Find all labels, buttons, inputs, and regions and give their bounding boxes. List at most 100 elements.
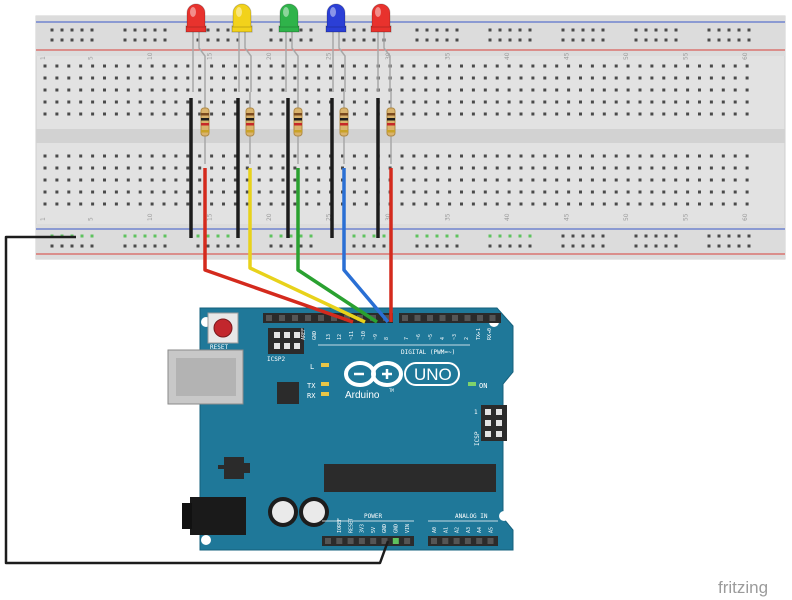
breadboard-hole bbox=[519, 88, 523, 92]
column-number: 55 bbox=[683, 52, 690, 60]
breadboard-hole bbox=[567, 202, 571, 206]
l-led-label: L bbox=[310, 363, 314, 371]
breadboard-hole bbox=[528, 244, 532, 248]
capacitor bbox=[268, 497, 298, 527]
column-number: 1 bbox=[40, 56, 47, 60]
breadboard-hole bbox=[400, 202, 404, 206]
breadboard-hole bbox=[126, 154, 130, 158]
breadboard-hole bbox=[388, 154, 392, 158]
breadboard-hole bbox=[269, 202, 273, 206]
breadboard-hole bbox=[555, 166, 559, 170]
breadboard-hole bbox=[745, 190, 749, 194]
column-number: 35 bbox=[445, 52, 452, 60]
breadboard-hole bbox=[90, 244, 94, 248]
breadboard-hole bbox=[342, 38, 346, 42]
breadboard-hole bbox=[626, 202, 630, 206]
breadboard-hole bbox=[709, 166, 713, 170]
breadboard-hole bbox=[114, 112, 118, 116]
breadboard-hole bbox=[67, 100, 71, 104]
breadboard-hole bbox=[507, 100, 511, 104]
breadboard-hole bbox=[91, 76, 95, 80]
breadboard-hole bbox=[67, 202, 71, 206]
breadboard-hole bbox=[737, 244, 741, 248]
breadboard-hole bbox=[519, 64, 523, 68]
breadboard-hole bbox=[309, 234, 313, 238]
breadboard-hole bbox=[126, 100, 130, 104]
breadboard-hole bbox=[602, 166, 606, 170]
breadboard-hole bbox=[498, 38, 502, 42]
breadboard-hole bbox=[745, 166, 749, 170]
led-yellow bbox=[231, 3, 253, 92]
breadboard-hole bbox=[590, 190, 594, 194]
breadboard-hole bbox=[483, 190, 487, 194]
breadboard-hole bbox=[279, 244, 283, 248]
breadboard-hole bbox=[531, 202, 535, 206]
breadboard-hole bbox=[70, 28, 74, 32]
breadboard-hole bbox=[664, 244, 668, 248]
resistors bbox=[200, 92, 396, 164]
breadboard-hole bbox=[309, 38, 313, 42]
breadboard-hole bbox=[114, 76, 118, 80]
breadboard-hole bbox=[448, 100, 452, 104]
digital-pin-label: ~3 bbox=[452, 334, 458, 340]
breadboard-hole bbox=[614, 178, 618, 182]
breadboard-hole bbox=[424, 112, 428, 116]
breadboard-hole bbox=[567, 166, 571, 170]
breadboard-hole bbox=[674, 244, 678, 248]
breadboard-hole bbox=[412, 202, 416, 206]
breadboard-hole bbox=[162, 190, 166, 194]
breadboard-hole bbox=[281, 202, 285, 206]
breadboard-hole bbox=[602, 202, 606, 206]
breadboard-hole bbox=[43, 178, 47, 182]
breadboard-hole bbox=[412, 76, 416, 80]
breadboard-hole bbox=[644, 28, 648, 32]
breadboard-hole bbox=[662, 202, 666, 206]
breadboard-hole bbox=[686, 112, 690, 116]
ground-return-wire bbox=[4, 235, 390, 565]
breadboard-hole bbox=[133, 244, 137, 248]
breadboard-hole bbox=[222, 88, 225, 92]
breadboard-hole bbox=[626, 64, 630, 68]
breadboard-hole bbox=[717, 38, 721, 42]
breadboard-hole bbox=[198, 202, 202, 206]
reset-button[interactable] bbox=[207, 312, 239, 344]
breadboard-hole bbox=[721, 64, 725, 68]
breadboard-hole bbox=[543, 154, 547, 158]
resistor bbox=[245, 92, 255, 164]
breadboard-hole bbox=[245, 166, 249, 170]
breadboard-hole bbox=[721, 190, 725, 194]
analog-label: ANALOG IN bbox=[455, 513, 488, 520]
bottom-power-rail bbox=[36, 224, 785, 259]
breadboard-hole bbox=[733, 154, 737, 158]
breadboard-hole bbox=[709, 64, 713, 68]
breadboard-hole bbox=[364, 88, 368, 92]
breadboard-hole bbox=[91, 100, 95, 104]
breadboard-hole bbox=[352, 154, 356, 158]
breadboard-hole bbox=[507, 202, 511, 206]
header-pin bbox=[325, 538, 331, 544]
breadboard-hole bbox=[626, 166, 630, 170]
header-pin bbox=[370, 538, 377, 544]
breadboard-hole bbox=[662, 64, 666, 68]
breadboard-hole bbox=[644, 244, 648, 248]
breadboard-hole bbox=[664, 38, 668, 42]
breadboard-hole bbox=[531, 178, 535, 182]
breadboard-hole bbox=[43, 202, 47, 206]
breadboard-hole bbox=[79, 112, 83, 116]
breadboard-hole bbox=[650, 64, 654, 68]
breadboard-hole bbox=[686, 100, 690, 104]
breadboard-hole bbox=[733, 190, 737, 194]
breadboard-hole bbox=[590, 88, 594, 92]
breadboard-hole bbox=[654, 244, 658, 248]
header-pin bbox=[487, 538, 494, 544]
power-pin-label: GND bbox=[394, 524, 400, 533]
breadboard-hole bbox=[435, 244, 439, 248]
breadboard-hole bbox=[448, 154, 452, 158]
breadboard-hole bbox=[581, 244, 585, 248]
breadboard-hole bbox=[707, 234, 711, 238]
breadboard-hole bbox=[638, 178, 642, 182]
breadboard-hole bbox=[210, 202, 214, 206]
breadboard-hole bbox=[543, 166, 547, 170]
breadboard-hole bbox=[364, 64, 368, 68]
breadboard-column-numbers: 1155101015152020252530303535404045455050… bbox=[40, 52, 749, 221]
